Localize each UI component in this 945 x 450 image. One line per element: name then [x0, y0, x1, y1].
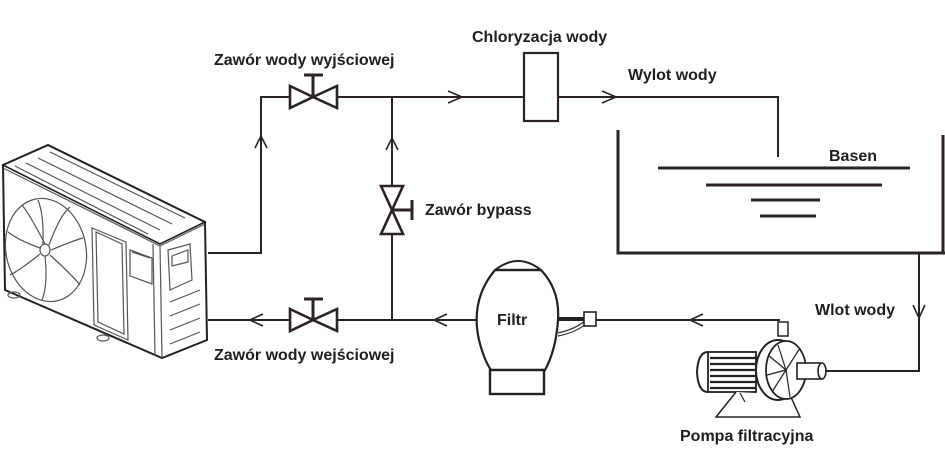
outlet-valve[interactable]: [288, 73, 339, 111]
inlet-valve[interactable]: [288, 297, 339, 334]
arrow-right-icon: [447, 90, 465, 104]
inlet-valve-label: Zawór wody wejściowej: [214, 347, 395, 364]
filter-label: Filtr: [497, 312, 527, 329]
heat-pump-unit: [1, 143, 209, 360]
arrow-right-icon: [601, 90, 619, 104]
water-inlet-label: Wlot wody: [815, 302, 895, 319]
arrow-down-icon: [912, 304, 926, 320]
pipe-network: [208, 96, 920, 372]
water-outlet-label: Wylot wody: [628, 67, 717, 84]
arrow-left-icon: [248, 313, 264, 327]
bypass-valve-label: Zawór bypass: [425, 202, 532, 219]
arrow-left-icon: [432, 313, 448, 327]
filter[interactable]: [475, 260, 597, 396]
chlorinator[interactable]: [522, 51, 560, 123]
pool[interactable]: [616, 130, 945, 255]
flow-arrows: [248, 90, 926, 327]
filter-pump-label: Pompa filtracyjna: [680, 428, 813, 445]
fan-icon: [4, 197, 88, 303]
arrow-left-icon: [688, 313, 704, 327]
outlet-valve-label: Zawór wody wyjściowej: [214, 52, 395, 69]
pool-label: Basen: [829, 148, 877, 165]
arrow-up-icon: [385, 136, 399, 151]
chlorination-label: Chloryzacja wody: [472, 29, 607, 46]
bypass-valve[interactable]: [378, 184, 414, 236]
arrow-up-icon: [254, 134, 268, 149]
filter-pump[interactable]: [695, 321, 827, 418]
